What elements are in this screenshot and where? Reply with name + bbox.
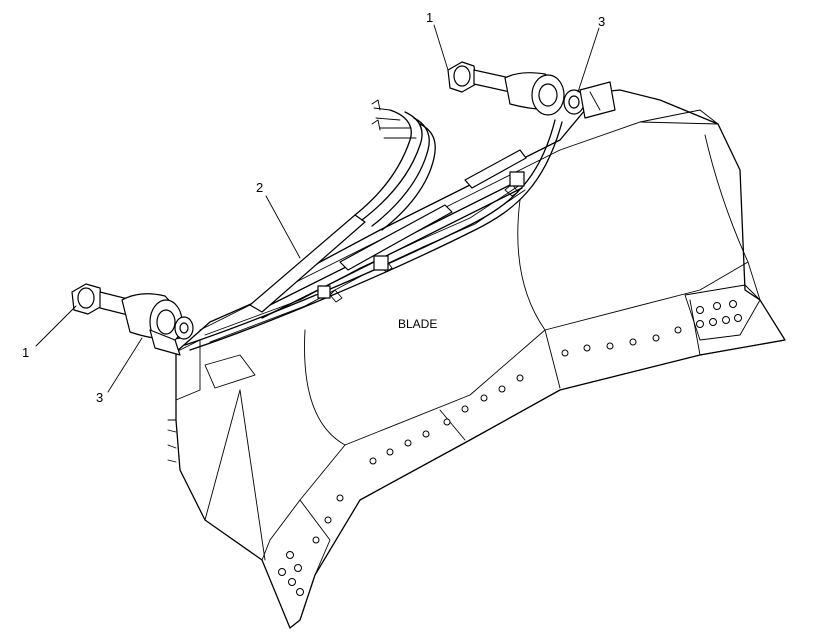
callout-3-top: 3 — [598, 14, 605, 29]
callout-1-top: 1 — [426, 10, 433, 25]
callout-2-hose: 2 — [256, 180, 263, 195]
right-cylinder-assembly — [447, 61, 616, 119]
hydraulic-lines — [184, 119, 563, 351]
callout-1-left: 1 — [22, 345, 29, 360]
leader-lines — [35, 24, 600, 393]
cutting-edge-bolts — [278, 300, 742, 596]
tube-guard — [249, 149, 527, 313]
hose-bundle — [354, 99, 436, 231]
blade-body — [167, 89, 786, 629]
blade-label: BLADE — [398, 317, 437, 331]
left-cylinder-assembly — [71, 283, 194, 356]
callout-3-left: 3 — [96, 390, 103, 405]
